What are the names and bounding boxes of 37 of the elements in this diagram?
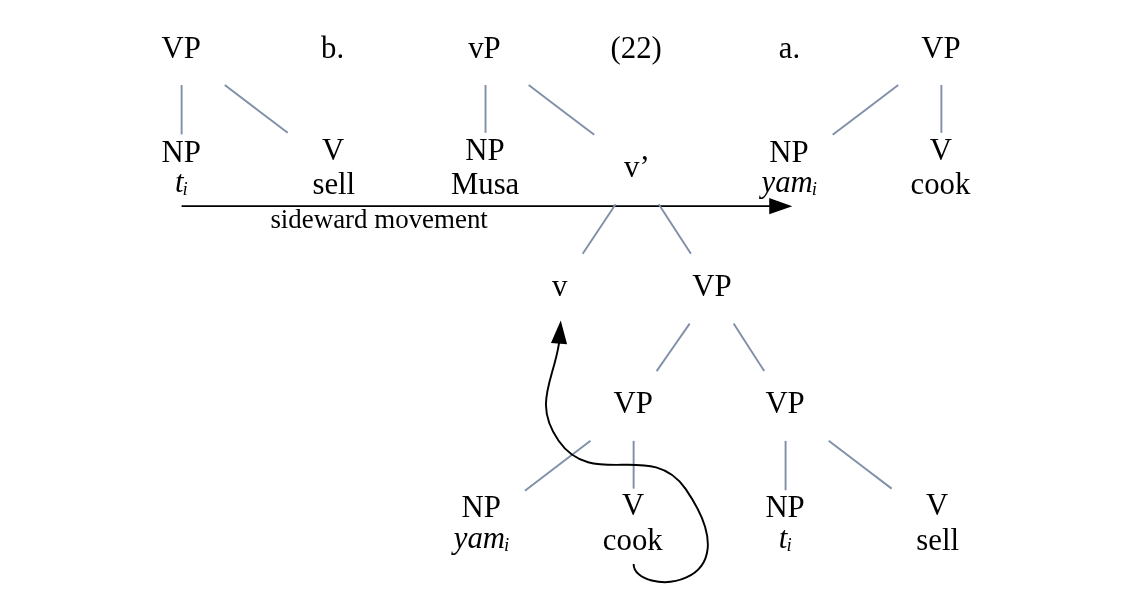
node-text: VP [921, 30, 961, 65]
connector [657, 203, 692, 255]
edge-label: sideward movement [270, 203, 488, 234]
node-text: V sell [312, 132, 356, 202]
node-text: NP tᵢ [765, 490, 805, 556]
connector [655, 322, 691, 373]
node-text: V cook [602, 488, 663, 558]
connector [527, 84, 596, 136]
connector [632, 439, 635, 490]
node-text: NP tᵢ [161, 134, 201, 200]
node-text: VP [765, 386, 805, 421]
label: b. [321, 30, 345, 65]
connector [827, 439, 893, 490]
arrow [180, 198, 793, 215]
node-text: v [551, 269, 568, 304]
node-text: vP [468, 30, 501, 65]
connector [581, 203, 617, 255]
connector [831, 84, 900, 136]
connector [940, 84, 943, 134]
connector [180, 84, 183, 136]
label: a. [778, 30, 801, 65]
node-text: NP yamᵢ [761, 134, 818, 200]
arrow [545, 320, 709, 583]
node-text: V sell [916, 488, 960, 558]
node-text: V cook [910, 132, 971, 202]
connector [484, 84, 487, 134]
node-text: v’ [624, 149, 650, 184]
node-text: NP Musa [450, 132, 520, 202]
node-text: VP [161, 30, 201, 65]
node-text: VP [613, 386, 653, 421]
node-text: NP yamᵢ [453, 490, 510, 556]
connector [223, 84, 289, 134]
connector [784, 439, 787, 492]
connector [732, 322, 766, 373]
node-text: VP [692, 269, 732, 304]
label: (22) [610, 30, 662, 65]
connector [523, 439, 592, 492]
